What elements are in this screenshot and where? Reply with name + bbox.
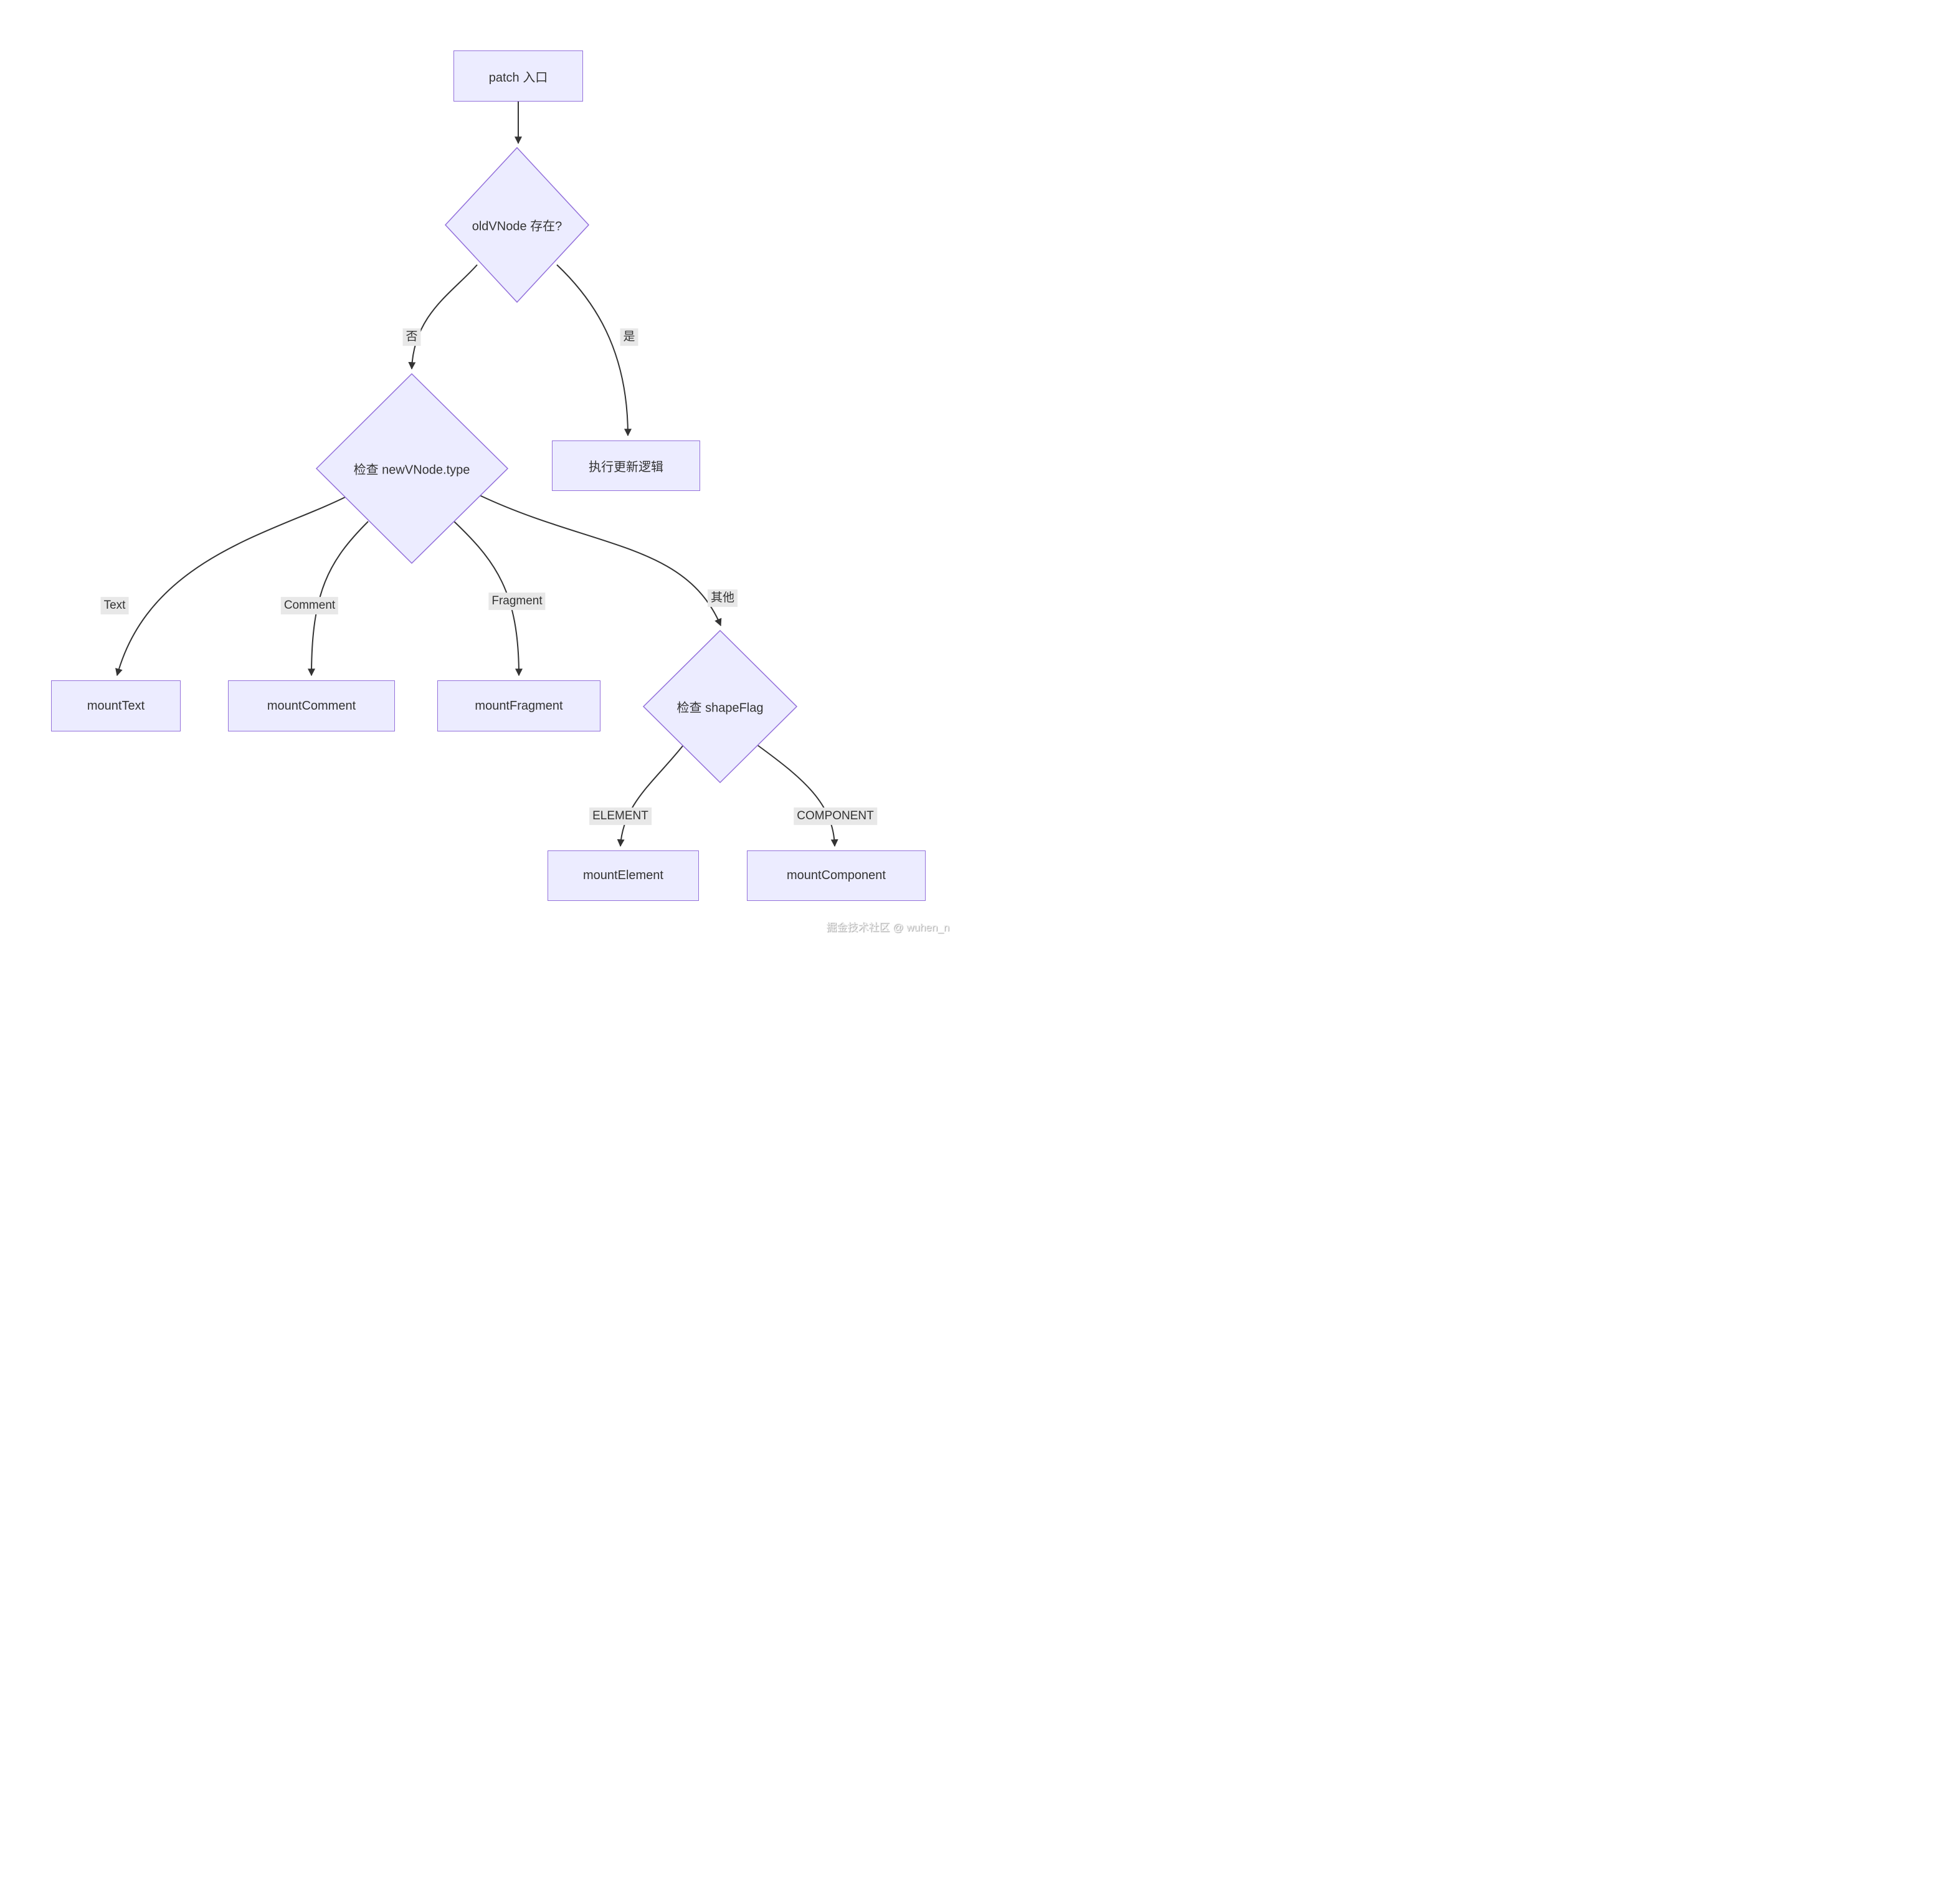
edge-oldvnode-yes bbox=[556, 264, 632, 437]
decision-check-newvnode-type-label: 检查 newVNode.type bbox=[353, 463, 470, 477]
edge-label-no: 否 bbox=[402, 328, 421, 346]
node-update-logic-label: 执行更新逻辑 bbox=[589, 460, 663, 474]
node-mount-text-label: mountText bbox=[87, 698, 145, 713]
edge-label-yes: 是 bbox=[620, 328, 638, 346]
edge-type-other bbox=[479, 495, 722, 627]
edge-type-comment bbox=[308, 521, 369, 677]
node-mount-text: mountText bbox=[51, 680, 181, 731]
edge-type-fragment bbox=[453, 521, 523, 677]
edge-label-fragment: Fragment bbox=[488, 593, 546, 610]
edge-shapeflag-component bbox=[757, 745, 838, 847]
node-mount-comment-label: mountComment bbox=[267, 698, 356, 713]
edge-label-text: Text bbox=[100, 597, 129, 614]
node-update-logic: 执行更新逻辑 bbox=[552, 440, 700, 491]
watermark-text: 掘金技术社区 @ wuhen_n bbox=[826, 921, 949, 933]
edge-label-other: 其他 bbox=[707, 589, 738, 607]
edge-label-element: ELEMENT bbox=[589, 807, 652, 825]
decision-check-shapeflag-shape bbox=[642, 629, 798, 784]
node-mount-component-label: mountComponent bbox=[787, 869, 886, 882]
node-patch-entry: patch 入口 bbox=[453, 50, 583, 102]
edge-shapeflag-element bbox=[617, 745, 684, 847]
node-patch-entry-label: patch 入口 bbox=[488, 70, 548, 85]
edge-label-component: COMPONENT bbox=[794, 807, 877, 825]
decision-oldvnode-exists-shape bbox=[444, 146, 590, 303]
node-mount-fragment-label: mountFragment bbox=[475, 698, 563, 713]
decision-check-shapeflag-label: 检查 shapeFlag bbox=[676, 701, 764, 715]
decision-check-newvnode-type-shape bbox=[315, 373, 509, 564]
node-mount-component: mountComponent bbox=[747, 850, 926, 901]
node-mount-element-label: mountElement bbox=[583, 869, 663, 882]
node-mount-element: mountElement bbox=[548, 850, 699, 901]
node-mount-comment: mountComment bbox=[228, 680, 395, 731]
decision-oldvnode-exists-label: oldVNode 存在? bbox=[472, 219, 562, 234]
flowchart-canvas: patch 入口 执行更新逻辑 mountText mountComment m… bbox=[0, 0, 968, 952]
edge-oldvnode-no bbox=[408, 264, 478, 370]
edge-label-comment: Comment bbox=[280, 597, 339, 614]
edge-type-text bbox=[115, 496, 347, 677]
node-mount-fragment: mountFragment bbox=[437, 680, 600, 731]
edge-layer bbox=[115, 102, 838, 847]
